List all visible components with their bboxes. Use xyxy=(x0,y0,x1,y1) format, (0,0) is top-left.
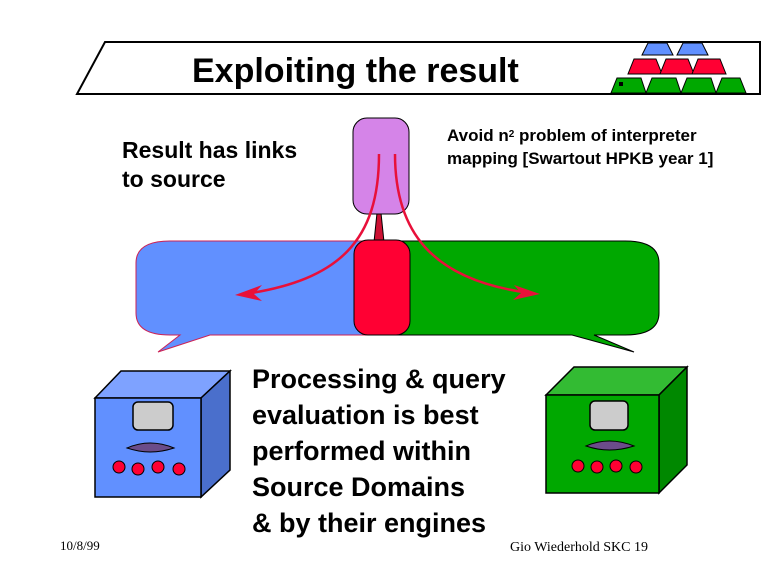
left-note-line: to source xyxy=(122,166,226,192)
arrow-to-green xyxy=(393,153,531,295)
logo-pyramid-icon xyxy=(610,42,747,94)
right-note: Avoid n2 problem of interpreter mapping … xyxy=(447,124,713,170)
logo-block-red-1 xyxy=(627,58,663,75)
blue-domain-callout xyxy=(135,240,379,353)
screen xyxy=(132,401,174,431)
title-banner xyxy=(75,41,761,95)
superscript: 2 xyxy=(508,129,515,140)
connector-stem xyxy=(373,212,385,243)
disk-slot xyxy=(584,440,636,451)
right-note-line-1: Avoid n2 problem of interpreter xyxy=(447,124,713,147)
logo-block-green-3 xyxy=(680,77,717,94)
right-note-suffix: problem of interpreter xyxy=(514,126,697,145)
main-statement-line: Processing & query xyxy=(252,364,506,394)
main-statement: Processing & query evaluation is best pe… xyxy=(252,361,506,541)
main-statement-line: & by their engines xyxy=(252,508,487,538)
main-statement-line: evaluation is best xyxy=(252,400,479,430)
screen xyxy=(589,400,629,431)
right-note-prefix: Avoid n xyxy=(447,126,509,145)
blue-computer-icon xyxy=(93,369,232,499)
arrow-head-right-icon xyxy=(513,285,540,300)
left-note: Result has links to source xyxy=(122,136,297,194)
right-note-line-2: mapping [Swartout HPKB year 1] xyxy=(447,149,714,168)
main-statement-line: performed within xyxy=(252,436,472,466)
logo-block-green-2 xyxy=(645,77,682,94)
red-core-block xyxy=(353,239,411,336)
logo-block-green-1 xyxy=(610,77,647,94)
logo-block-blue-2 xyxy=(676,42,709,56)
link-arrows xyxy=(235,153,540,301)
logo-block-blue-1 xyxy=(641,42,674,56)
disk-slot xyxy=(125,442,176,453)
green-computer-icon xyxy=(544,365,689,495)
main-statement-line: Source Domains xyxy=(252,472,466,502)
arrow-head-left-icon xyxy=(235,285,262,301)
slide-title: Exploiting the result xyxy=(192,52,519,90)
footer-date: 10/8/99 xyxy=(60,538,100,553)
logo-block-red-2 xyxy=(659,58,695,75)
logo-block-green-4 xyxy=(715,77,747,94)
arrow-to-blue xyxy=(244,153,381,296)
logo-block-red-3 xyxy=(691,58,727,75)
footer-author: Gio Wiederhold SKC 19 xyxy=(510,540,649,555)
left-note-line: Result has links xyxy=(122,137,298,163)
result-box xyxy=(352,117,410,215)
